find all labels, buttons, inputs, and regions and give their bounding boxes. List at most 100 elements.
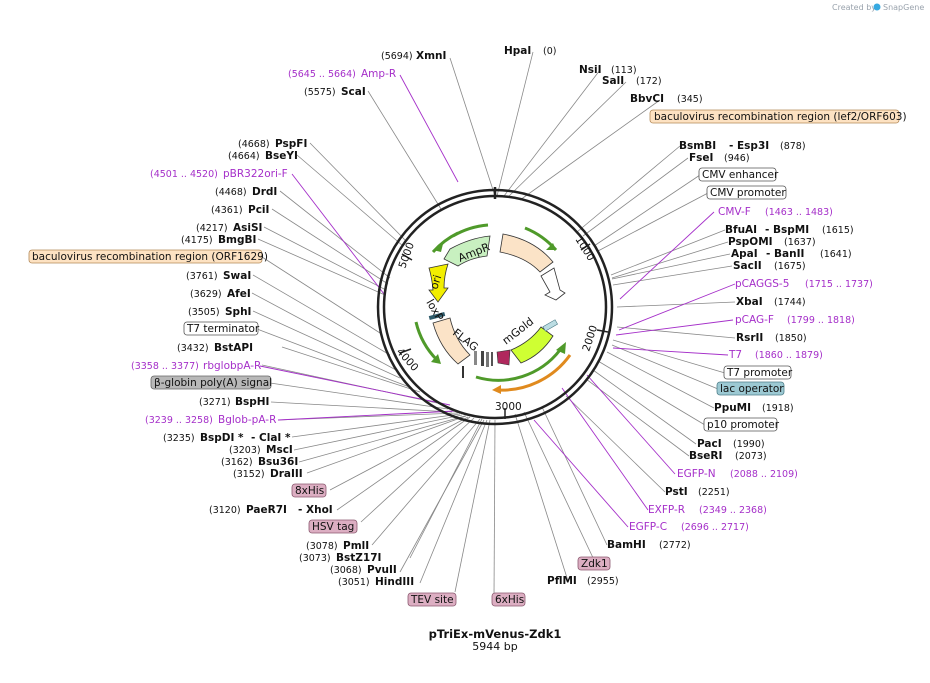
drdi-pos: (4468) [215,187,247,198]
pvuii-name: PvuII [367,564,397,576]
beta-globin-label: β-globin poly(A) signal [154,377,272,389]
bsu36i-pos: (3162) [221,457,253,468]
exfpr-range: (2349 .. 2368) [699,505,767,516]
apai-name: ApaI [731,248,758,260]
t7-promoter-label: T7 promoter [726,367,793,379]
zdk1-label: Zdk1 [581,558,608,570]
sacii-name: SacII [733,260,762,272]
tick-5000: 5000 [397,241,417,270]
cmvf-range: (1463 .. 1483) [765,207,833,218]
xmni-pos: (5694) [381,51,413,62]
cmv-promoter-box [706,185,787,200]
his6-label: 6xHis [495,594,524,606]
nsii-name: NsiI [579,64,602,76]
lac-operator-label: lac operator [720,383,784,395]
asisi-pos: (4217) [196,223,228,234]
bseyi-pos: (4664) [228,151,260,162]
bbvci-name: BbvCI [630,93,664,105]
pflmi-name: PflMI [547,575,577,587]
bfuai-pos: (1615) [822,225,854,236]
egfpc-name: EGFP-C [629,521,667,533]
xbai-pos: (1744) [774,297,806,308]
primer-lines [259,74,736,528]
swai-pos: (3761) [186,271,218,282]
bseri-pos: (2073) [735,451,767,462]
ampr-primer-name: Amp-R [361,68,396,80]
snapgene-logo-icon [873,3,881,11]
sphi-pos: (3505) [188,307,220,318]
bglobpa-name: Bglob-pA-R [218,414,276,426]
bamhi-name: BamHI [607,539,646,551]
xbai-name: XbaI [736,296,763,308]
t7-name: T7 [728,349,742,361]
egfpn-name: EGFP-N [677,468,716,480]
tev-label: TEV site [410,594,454,606]
tick-3000: 3000 [495,401,522,413]
bfuai-name: BfuAI [725,224,757,236]
bglobpa-range: (3239 .. 3258) [145,415,213,426]
ppumi-name: PpuMI [714,402,751,414]
drdi-name: DrdI [252,186,277,198]
t7-terminator-box [183,321,259,336]
orf1629-box [28,249,263,264]
draiii-name: DraIII [270,468,303,480]
bseri-name: BseRI [689,450,722,462]
feature-loxp: loxP [423,297,446,323]
pcaggs5-range: (1715 .. 1737) [805,279,873,290]
rbglob-range: (3358 .. 3377) [131,361,199,372]
bsphi-name: BspHI [235,396,269,408]
his6-box [491,592,526,607]
xmni-name: XmnI [416,50,446,62]
his8-box [291,483,327,498]
cmv-enhancer-box [698,167,777,182]
beta-globin-box [150,375,272,390]
paci-name: PacI [697,438,722,450]
bstapi-pos: (3432) [177,343,209,354]
egfpc-range: (2696 .. 2717) [681,522,749,533]
sacii-pos: (1675) [774,261,806,272]
apai-pos: (1641) [820,249,852,260]
zdk1-box [577,556,611,571]
nsii-pos: (113) [611,65,637,76]
paer7i-name: PaeR7I [246,504,287,516]
t7-promoter-box [723,365,792,380]
sphi-name: SphI [225,306,251,318]
hindiii-name: HindIII [375,576,414,588]
pbr-name: pBR322ori-F [223,168,288,180]
tick-1000: 1000 [572,234,596,263]
swai-name: SwaI [223,270,251,282]
rbglob-name: rbglobpA-R [203,360,261,372]
scai-pos: (5575) [304,87,336,98]
pcagf-name: pCAG-F [735,314,774,326]
map-length: 5944 bp [472,640,517,653]
pspomi-pos: (1637) [784,237,816,248]
pspomi-name: PspOMI [728,236,773,248]
p10-promoter-box [703,417,778,432]
sali-pos: (172) [636,76,662,87]
psti-name: PstI [665,486,688,498]
t7-terminator-label: T7 terminator [186,323,260,335]
cmvf-name: CMV-F [718,206,751,218]
position-ticks [399,243,609,419]
pmli-pos: (3078) [306,541,338,552]
bstz-pos: (3073) [299,553,331,564]
sali-name: SalI [602,75,624,87]
bsmbi-pos: (878) [780,141,806,152]
labels-top-right: (5694) XmnI HpaI (0) NsiI (113) SalI (17… [288,45,907,607]
feature-ori: ori [427,273,444,291]
hindiii-pos: (3051) [338,577,370,588]
scai-name: ScaI [341,86,366,98]
paer7i-pos: (3120) [209,505,241,516]
bspdi-iso: - ClaI * [251,432,291,444]
lef2-box [649,109,900,124]
bbvci-pos: (345) [677,94,703,105]
pspfi-pos: (4668) [238,139,270,150]
pcagf-range: (1799 .. 1818) [787,315,855,326]
fsei-pos: (946) [724,153,750,164]
feature-arcs [414,223,572,394]
hsv-box [308,519,358,534]
fsei-name: FseI [689,152,713,164]
egfpn-range: (2088 .. 2109) [730,469,798,480]
tev-box [407,592,457,607]
